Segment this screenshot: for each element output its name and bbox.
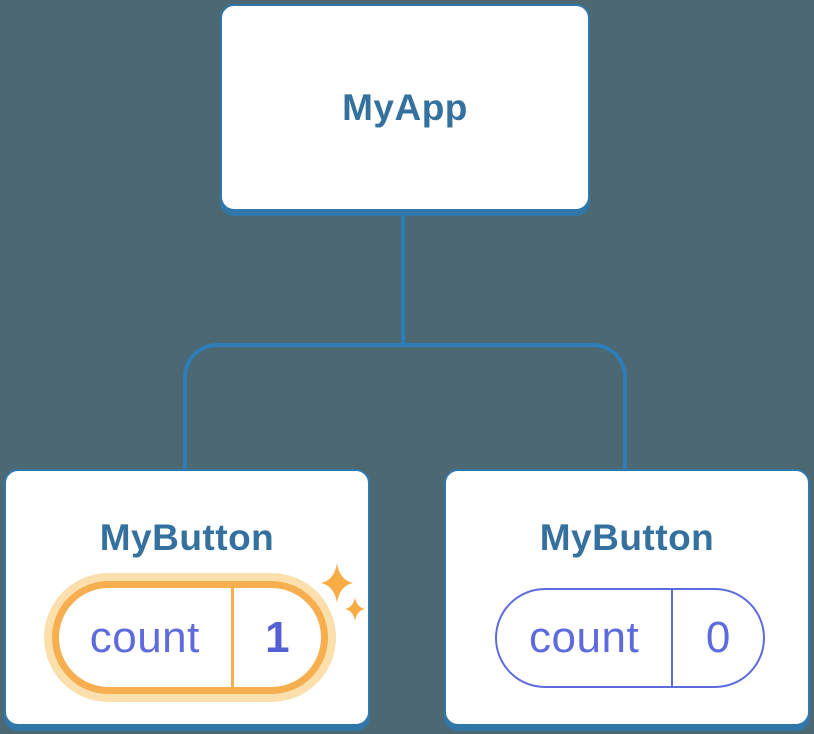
sparkles-icon [321,563,365,621]
state-value: 1 [265,612,290,662]
state-pill-highlighted: count 1 [52,581,328,694]
node-card-myapp: MyApp [220,4,590,211]
node-card-mybutton-updated: MyButton count 1 [4,469,370,726]
state-value: 0 [705,613,731,662]
state-key: count [89,612,200,662]
node-card-mybutton-normal: MyButton count 0 [444,469,810,726]
node-title-mybutton-normal: MyButton [539,517,715,558]
state-pill-normal: count 0 [495,588,765,688]
node-title-myapp: MyApp [342,86,468,128]
state-key: count [529,613,640,662]
connector-stem [401,213,405,346]
connector-branch [183,343,627,471]
node-title-mybutton-updated: MyButton [99,517,275,558]
